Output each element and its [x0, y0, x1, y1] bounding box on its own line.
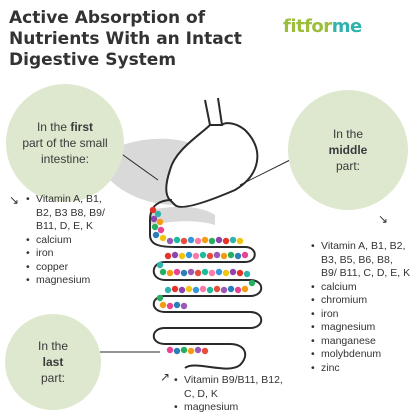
bubble-last-post: part: — [40, 371, 65, 385]
small-intestine — [149, 199, 263, 370]
arrow-down-icon: ↘ — [9, 193, 20, 207]
list-item: calcium — [311, 281, 411, 295]
list-item: manganese — [311, 335, 411, 349]
bubble-middle-part: In the middle part: — [288, 90, 408, 210]
bubble-first-pre: In the — [36, 120, 67, 134]
nutrient-dots-first — [149, 206, 244, 245]
list-item: copper — [26, 261, 116, 275]
list-item: magnesium — [174, 401, 294, 415]
nutrient-list-first: Vitamin A, B1, B2, B3 B8, B9/ B11, D, E,… — [26, 193, 116, 288]
esophagus — [204, 97, 223, 126]
bubble-last-part: In the last part: — [5, 314, 101, 410]
connector-middle — [239, 159, 291, 186]
list-item: Vitamin A, B1, B2, B3 B8, B9/ B11, D, E,… — [26, 193, 116, 234]
nutrient-dots-last — [166, 346, 209, 355]
list-item: iron — [311, 308, 411, 322]
title-line-2: Nutrients With an Intact — [9, 29, 242, 49]
nutrient-list-last: Vitamin B9/B11, B12, C, D, K magnesium — [174, 374, 294, 415]
bubble-first-part: In the first part of the small intestine: — [6, 84, 124, 202]
list-item: chromium — [311, 294, 411, 308]
page-title: Active Absorption of Nutrients With an I… — [9, 8, 249, 71]
list-item: Vitamin B9/B11, B12, C, D, K — [174, 374, 294, 401]
logo-part-fitfor: fitfor — [283, 16, 332, 37]
fitforme-logo: fitforme — [283, 16, 362, 37]
list-item: calcium — [26, 234, 116, 248]
list-item: zinc — [311, 362, 411, 376]
bubble-last-bold: last — [42, 355, 64, 369]
spine-shadow — [150, 206, 215, 225]
logo-part-me: me — [331, 16, 362, 37]
bubble-middle-text: In the middle part: — [329, 126, 368, 174]
nutrient-list-middle: Vitamin A, B1, B2, B3, B5, B6, B8, B9/ B… — [311, 240, 411, 375]
nutrient-dots-middle — [156, 251, 256, 310]
bubble-last-pre: In the — [37, 339, 69, 353]
stomach — [165, 122, 259, 208]
title-line-3: Digestive System — [9, 50, 177, 70]
list-item: molybdenum — [311, 348, 411, 362]
list-item: magnesium — [26, 274, 116, 288]
bubble-first-text: In the first part of the small intestine: — [6, 119, 124, 167]
title-line-1: Active Absorption of — [9, 8, 206, 28]
bubble-middle-bold: middle — [328, 143, 368, 157]
list-item: iron — [26, 247, 116, 261]
arrow-down-icon: ↗ — [160, 370, 171, 384]
list-item: Vitamin A, B1, B2, B3, B5, B6, B8, B9/ B… — [311, 240, 411, 281]
arrow-down-icon: ↘ — [378, 212, 389, 226]
bubble-first-bold: first — [70, 120, 94, 134]
bubble-first-post: part of the small intestine: — [22, 136, 108, 166]
bubble-middle-pre: In the — [332, 127, 363, 141]
bubble-middle-post: part: — [335, 159, 360, 173]
bubble-last-text: In the last part: — [38, 338, 68, 386]
connector-first — [115, 149, 159, 181]
list-item: magnesium — [311, 321, 411, 335]
